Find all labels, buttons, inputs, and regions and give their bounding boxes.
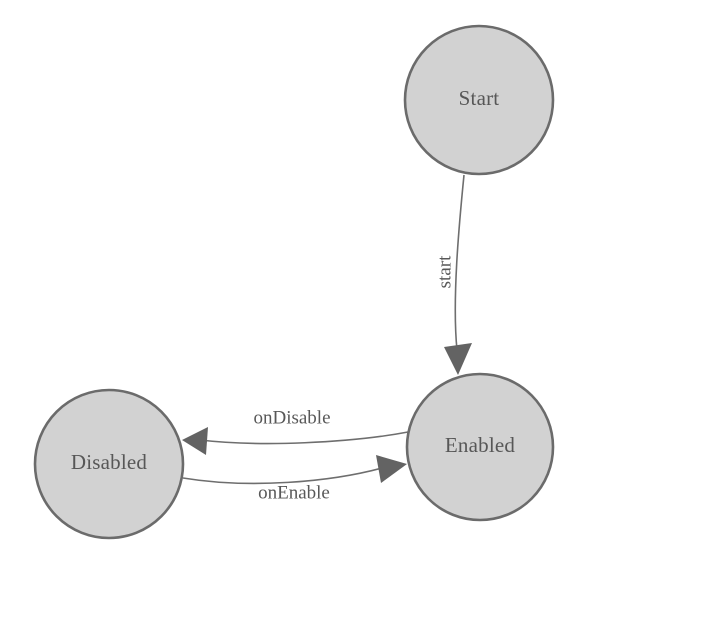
edge-start-to-enabled[interactable]: start [434,174,472,375]
edge-label-start: start [434,255,455,288]
edge-label-onenable: onEnable [258,482,330,503]
state-node-start-label: Start [459,86,500,110]
state-node-enabled-label: Enabled [445,433,516,457]
edge-path-disabled-to-enabled [182,467,383,485]
state-node-enabled-circle[interactable] [405,372,555,522]
state-node-disabled[interactable]: Disabled [33,388,185,540]
edge-enabled-to-disabled[interactable]: onDisable [182,407,409,455]
edge-path-start-to-enabled [454,174,465,351]
state-node-disabled-label: Disabled [71,450,148,474]
state-node-disabled-circle[interactable] [33,388,185,540]
arrowhead-disabled-to-enabled [376,455,407,483]
edge-label-ondisable: onDisable [253,407,330,428]
state-node-start[interactable]: Start [403,24,555,176]
edge-disabled-to-enabled[interactable]: onEnable [182,455,407,503]
arrowhead-enabled-to-disabled [182,427,208,455]
state-node-start-circle[interactable] [403,24,555,176]
edge-path-enabled-to-disabled [199,431,409,445]
state-node-enabled[interactable]: Enabled [405,372,555,522]
arrowhead-start-to-enabled [444,343,472,375]
